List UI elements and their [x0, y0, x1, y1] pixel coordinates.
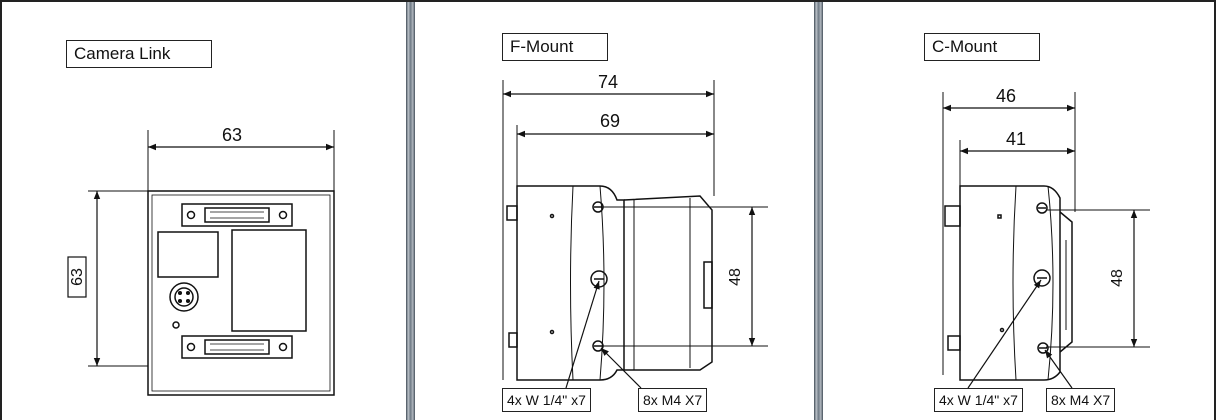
- c-mount-dim-height: 48: [1109, 269, 1126, 287]
- camera-link-width-dim: 63: [222, 125, 242, 145]
- panel-divider-2: [814, 0, 823, 420]
- c-mount-title: C-Mount: [924, 33, 1040, 61]
- c-mount-drawing: [942, 92, 1150, 389]
- f-mount-dim-height: 48: [727, 268, 744, 286]
- label-panel: [231, 229, 307, 332]
- camera-back-inner: [151, 194, 331, 392]
- camera-link-height-dim: 63: [69, 268, 86, 286]
- f-mount-drawing: [502, 80, 768, 389]
- power-connector: [169, 282, 199, 312]
- c-mount-dim-outer: 46: [996, 86, 1016, 106]
- f-mount-title: F-Mount: [502, 33, 608, 61]
- top-connector: [181, 203, 293, 227]
- c-mount-screw-label: 8x M4 X7: [1046, 388, 1116, 412]
- camera-link-drawing: [67, 130, 335, 396]
- small-panel: [157, 231, 219, 278]
- f-mount-dim-inner: 69: [600, 111, 620, 131]
- f-mount-screw-label: 8x M4 X7: [638, 388, 708, 412]
- c-mount-thread-label: 4x W 1/4" x7: [934, 388, 1023, 412]
- c-mount-dim-inner: 41: [1006, 129, 1026, 149]
- camera-link-title: Camera Link: [66, 40, 212, 68]
- f-mount-lens: [623, 195, 713, 371]
- panel-divider-1: [406, 0, 415, 420]
- f-mount-thread-label: 4x W 1/4" x7: [502, 388, 591, 412]
- camera-back-body: [147, 190, 335, 396]
- bottom-connector: [181, 335, 293, 359]
- f-mount-dim-outer: 74: [598, 72, 618, 92]
